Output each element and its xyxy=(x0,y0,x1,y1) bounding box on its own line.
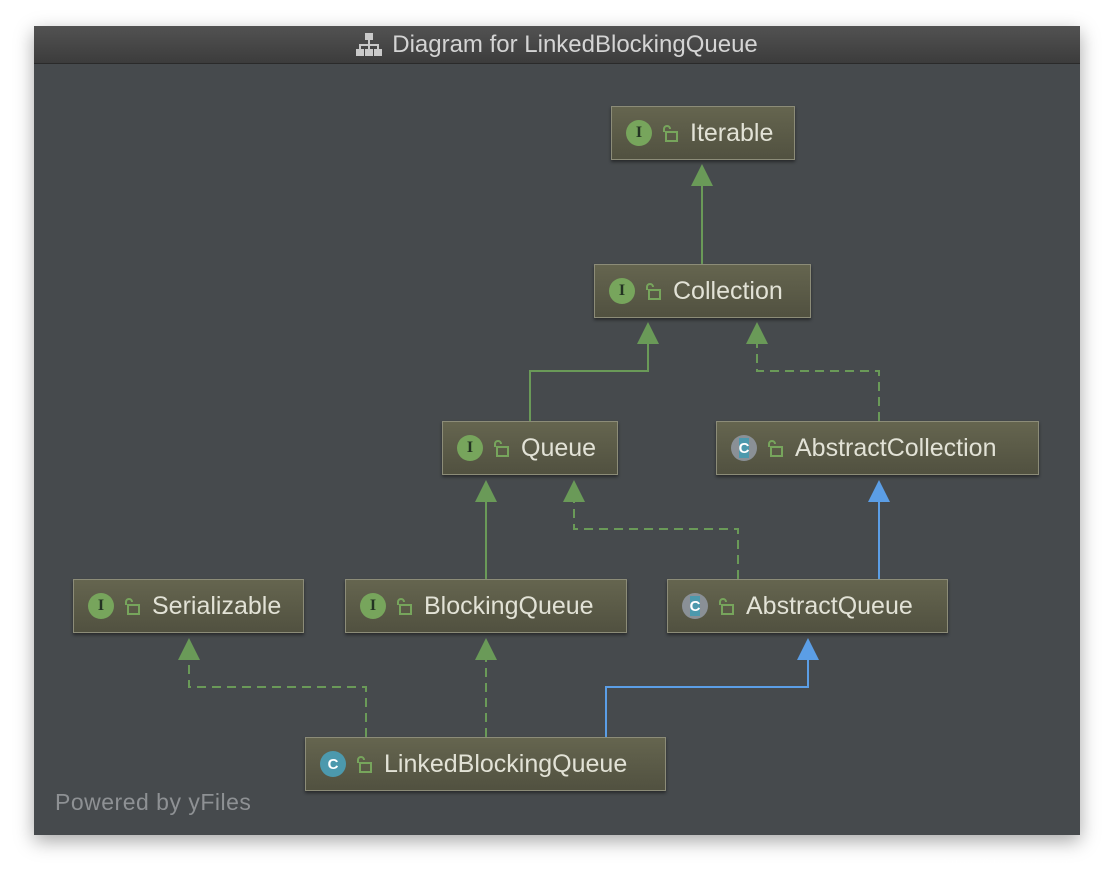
node-label: Queue xyxy=(521,433,597,462)
edge-linkedblockingqueue-blockingqueue xyxy=(475,638,497,737)
unlocked-padlock-icon xyxy=(397,598,412,615)
powered-by-label: Powered by yFiles xyxy=(55,789,252,815)
diagram-canvas[interactable]: I Iterable I Collection I Queue C Abstra… xyxy=(34,64,1080,835)
edges-layer xyxy=(178,164,890,737)
title-bar: Diagram for LinkedBlockingQueue xyxy=(34,26,1080,64)
node-serializable[interactable]: I Serializable xyxy=(73,579,304,633)
interface-badge-icon: I xyxy=(457,435,483,461)
unlocked-padlock-icon xyxy=(719,598,734,615)
edge-abstractqueue-queue xyxy=(563,480,739,579)
edge-collection-iterable xyxy=(691,164,713,264)
node-linked-blocking-queue[interactable]: C LinkedBlockingQueue xyxy=(305,737,666,791)
unlocked-padlock-icon xyxy=(357,756,372,773)
interface-badge-icon: I xyxy=(609,278,635,304)
node-abstract-queue[interactable]: C AbstractQueue xyxy=(667,579,948,633)
edge-abstractcollection-collection xyxy=(746,322,880,421)
unlocked-padlock-icon xyxy=(125,598,140,615)
node-queue[interactable]: I Queue xyxy=(442,421,618,475)
node-iterable[interactable]: I Iterable xyxy=(611,106,795,160)
node-label: LinkedBlockingQueue xyxy=(384,749,628,778)
watermark: https://blog.csdn.net/... xyxy=(943,856,1084,872)
node-label: Collection xyxy=(673,276,783,305)
interface-badge-icon: I xyxy=(360,593,386,619)
node-collection[interactable]: I Collection xyxy=(594,264,811,318)
edge-linkedblockingqueue-serializable xyxy=(178,638,367,737)
node-label: Serializable xyxy=(152,591,282,620)
unlocked-padlock-icon xyxy=(768,440,783,457)
edge-blockingqueue-queue xyxy=(475,480,497,579)
hierarchy-icon xyxy=(356,32,383,56)
edge-queue-collection xyxy=(529,322,659,421)
abstract-class-badge-icon: C xyxy=(731,435,757,461)
unlocked-padlock-icon xyxy=(663,125,678,142)
diagram-window: Diagram for LinkedBlockingQueue xyxy=(34,26,1080,835)
edge-abstractqueue-abstractcollection xyxy=(868,480,890,579)
unlocked-padlock-icon xyxy=(646,283,661,300)
edge-linkedblockingqueue-abstractqueue xyxy=(605,638,819,737)
window-title: Diagram for LinkedBlockingQueue xyxy=(392,30,758,58)
node-label: AbstractCollection xyxy=(795,433,997,462)
abstract-class-badge-icon: C xyxy=(682,593,708,619)
interface-badge-icon: I xyxy=(88,593,114,619)
node-blocking-queue[interactable]: I BlockingQueue xyxy=(345,579,627,633)
node-label: Iterable xyxy=(690,118,774,147)
interface-badge-icon: I xyxy=(626,120,652,146)
node-label: BlockingQueue xyxy=(424,591,594,620)
node-abstract-collection[interactable]: C AbstractCollection xyxy=(716,421,1039,475)
node-label: AbstractQueue xyxy=(746,591,913,620)
unlocked-padlock-icon xyxy=(494,440,509,457)
class-badge-icon: C xyxy=(320,751,346,777)
